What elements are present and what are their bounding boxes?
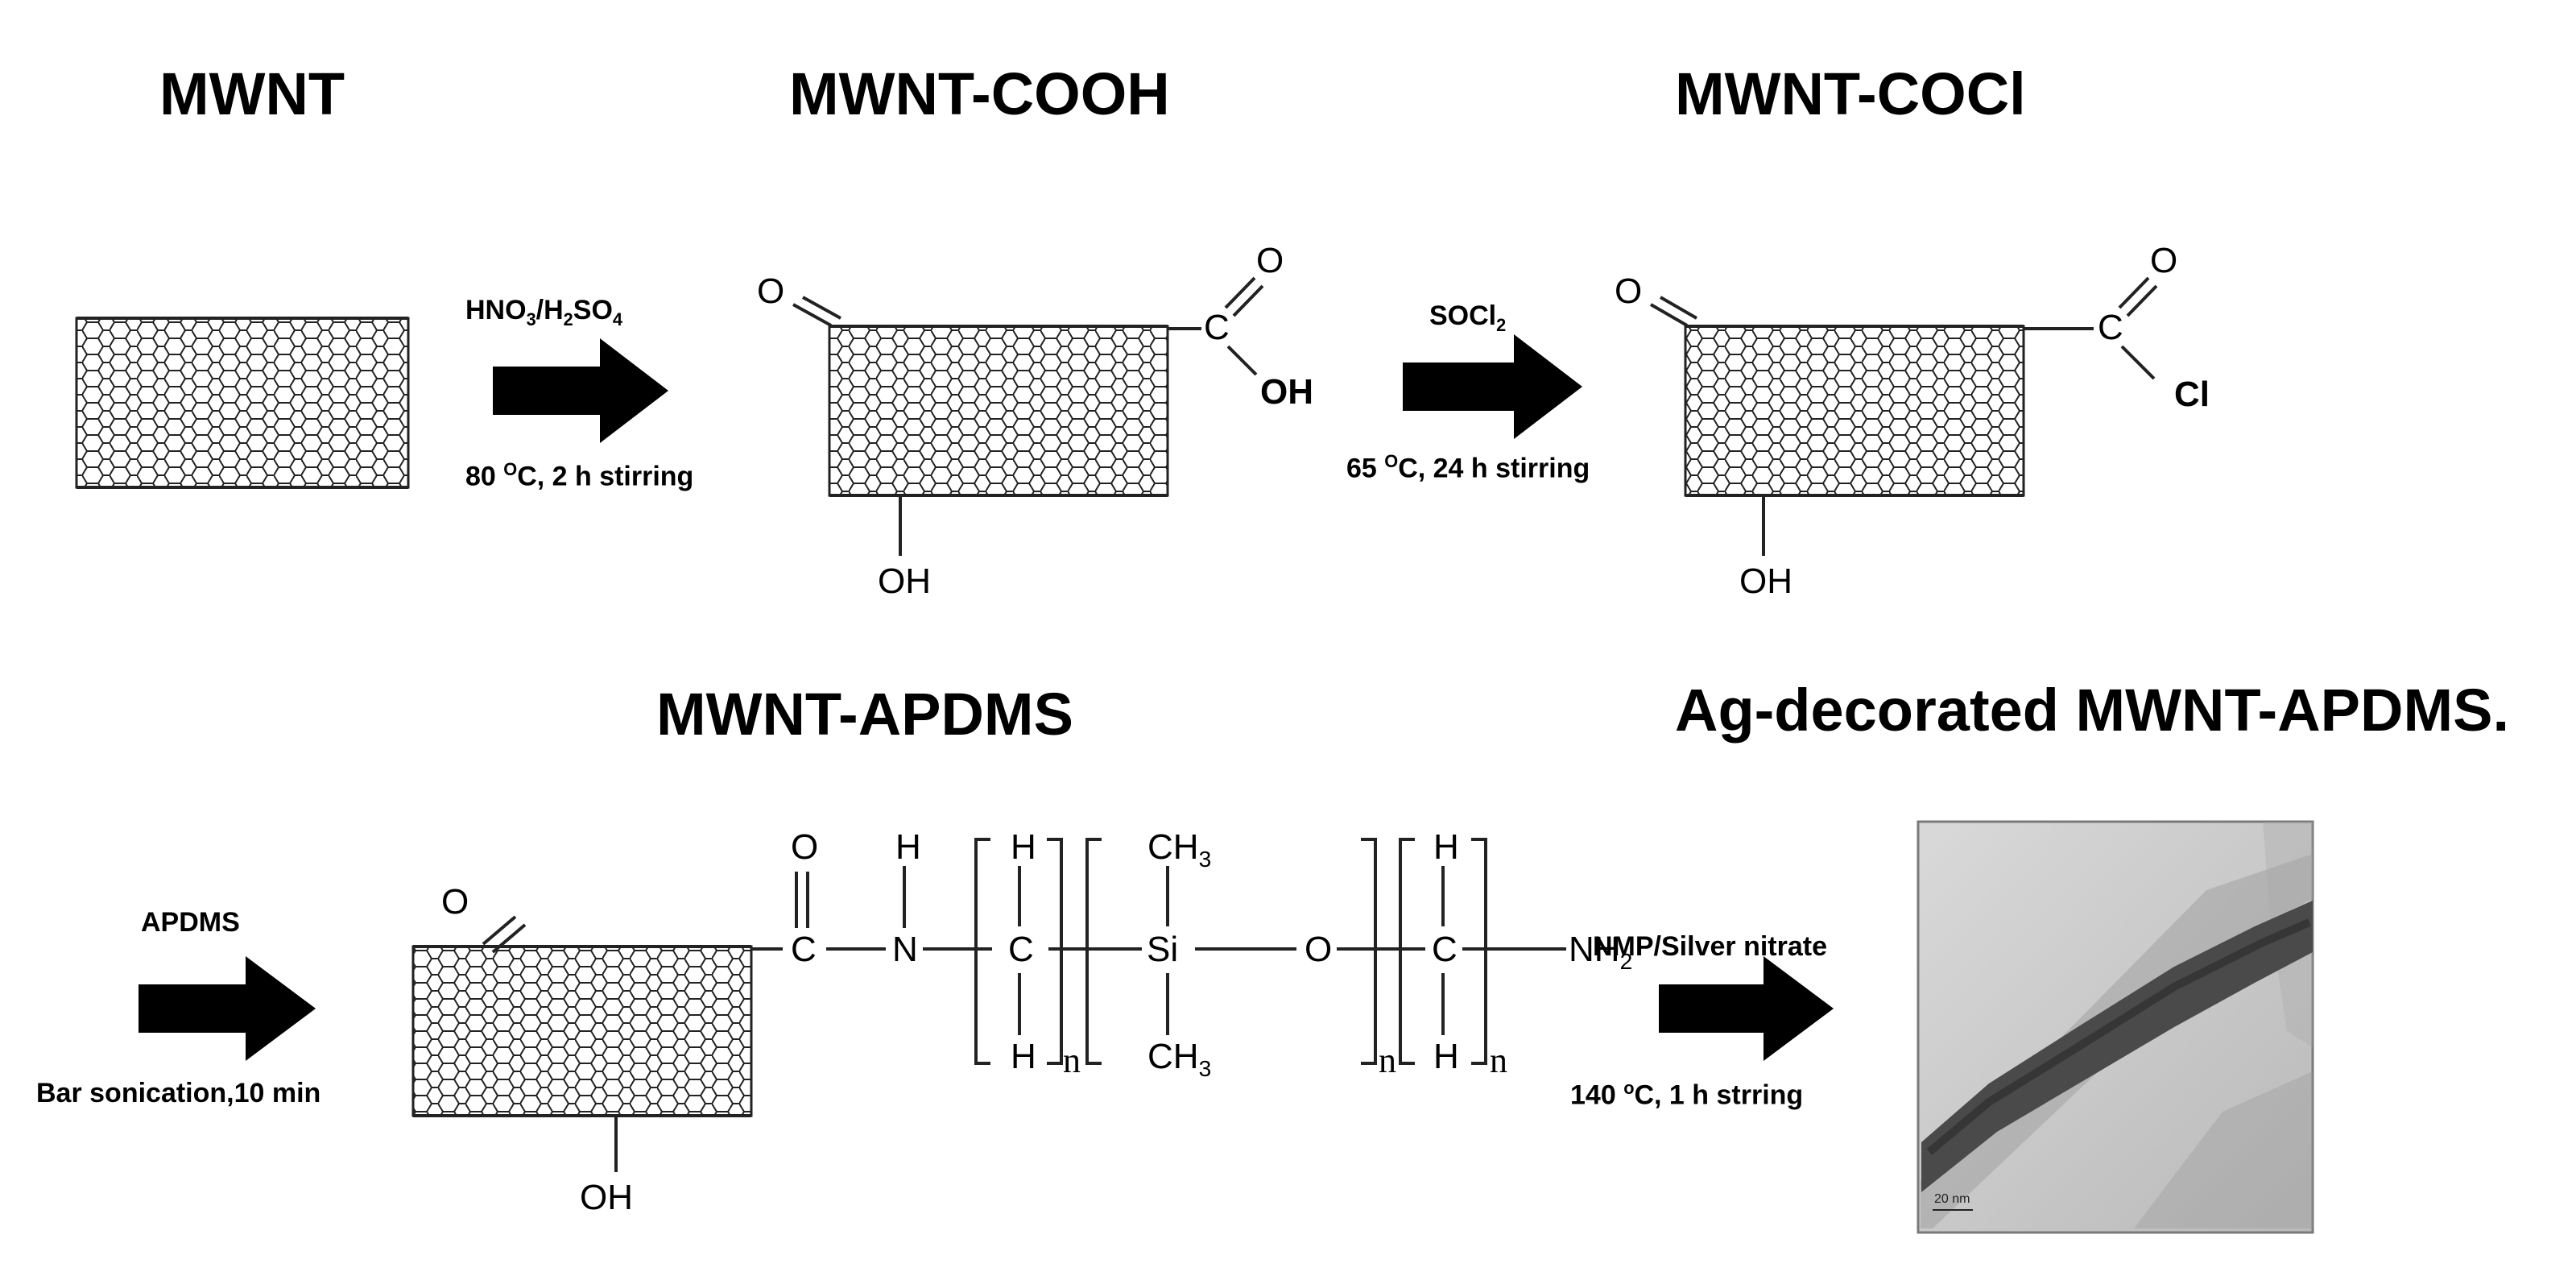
- cooh-hydroxyl: OH: [1260, 372, 1313, 412]
- siloxane-o: O: [1305, 930, 1333, 969]
- ch2-1-carbon: C: [1008, 930, 1034, 969]
- nanotube-cooh: [792, 276, 1264, 556]
- amide-carbon: C: [791, 930, 817, 969]
- silicon: Si: [1147, 930, 1179, 969]
- arrow-step-4: [1659, 956, 1834, 1061]
- title-mwnt-apdms: MWNT-APDMS: [656, 681, 1073, 748]
- title-ag-decorated: Ag-decorated MWNT-APDMS.: [1675, 677, 2509, 744]
- nanotube-cocl: [1649, 276, 2158, 556]
- amine-n: N: [892, 930, 918, 969]
- ch2-2-repeat-n: n: [1490, 1041, 1507, 1080]
- step4-reagent: NMP/Silver nitrate: [1593, 931, 1827, 962]
- step1-reagent: HNO3/H2SO4: [465, 295, 623, 329]
- amine-h: H: [895, 827, 921, 867]
- nanotube-mwnt: [75, 317, 410, 489]
- step2-reagent: SOCl2: [1429, 300, 1507, 335]
- ch2-1-top-h: H: [1011, 827, 1036, 867]
- arrow-step-2: [1403, 334, 1582, 439]
- title-mwnt-cooh: MWNT-COOH: [789, 60, 1170, 127]
- title-mwnt: MWNT: [159, 60, 345, 127]
- step2-condition: 65 OC, 24 h stirring: [1346, 451, 1590, 484]
- cocl-bottom-oh: OH: [1739, 561, 1792, 601]
- si-bottom-methyl: CH3: [1147, 1037, 1212, 1081]
- arrow-step-1: [493, 338, 668, 443]
- cooh-keto-o: O: [757, 271, 785, 311]
- cocl-carbonyl-o: O: [2150, 241, 2178, 280]
- step3-condition: Bar sonication,10 min: [36, 1078, 321, 1108]
- nanotube-apdms: [411, 915, 753, 1172]
- step3-reagent: APDMS: [141, 907, 240, 938]
- amide-o: O: [791, 827, 819, 867]
- cocl-keto-o: O: [1615, 271, 1643, 311]
- tem-scale-label: 20 nm: [1934, 1192, 1970, 1206]
- apdms-bottom-oh: OH: [580, 1178, 633, 1217]
- ch2-2-top-h: H: [1433, 827, 1459, 867]
- ch2-1-repeat-n: n: [1063, 1041, 1081, 1080]
- siloxane-repeat-n: n: [1379, 1041, 1396, 1080]
- apdms-chain-bonds: [751, 838, 1566, 1065]
- ch2-1-bottom-h: H: [1011, 1037, 1036, 1076]
- step4-condition: 140 oC, 1 h strring: [1570, 1078, 1804, 1111]
- cocl-chlorine: Cl: [2174, 375, 2210, 414]
- cooh-carbon: C: [1204, 308, 1230, 347]
- cooh-bottom-oh: OH: [878, 561, 931, 601]
- title-mwnt-cocl: MWNT-COCl: [1675, 60, 2026, 127]
- ch2-2-bottom-h: H: [1433, 1037, 1459, 1076]
- arrow-step-3: [139, 956, 316, 1061]
- tem-image: [1916, 820, 2314, 1234]
- apdms-keto-o: O: [441, 882, 469, 922]
- terminal-amine: NH2: [1569, 930, 1633, 974]
- step1-condition: 80 OC, 2 h stirring: [465, 459, 694, 492]
- si-top-methyl: CH3: [1147, 827, 1212, 872]
- ch2-2-carbon: C: [1432, 930, 1458, 969]
- cooh-carbonyl-o: O: [1256, 241, 1284, 280]
- cocl-carbon: C: [2098, 308, 2123, 347]
